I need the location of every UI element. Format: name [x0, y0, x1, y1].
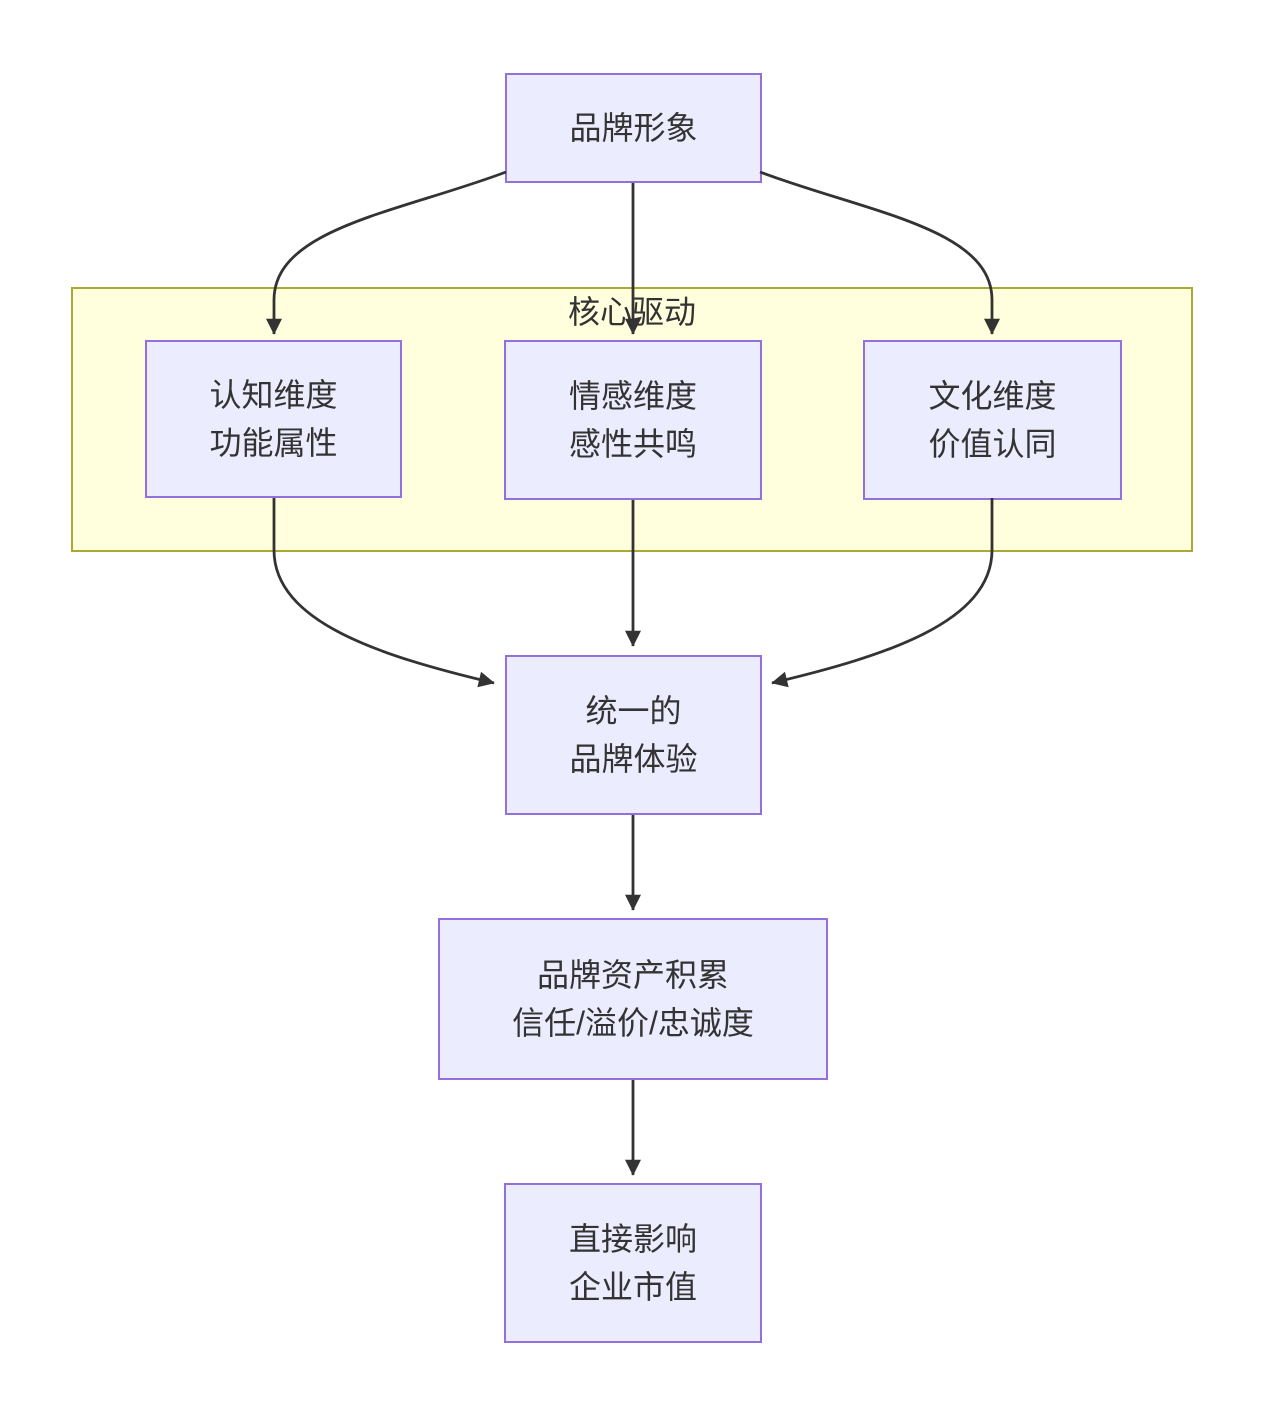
node-cognitive-line2: 功能属性 [209, 425, 338, 461]
node-unified-experience: 统一的 品牌体验 [505, 655, 762, 815]
node-cultural-dimension: 文化维度 价值认同 [863, 340, 1122, 500]
node-brand-image: 品牌形象 [505, 73, 762, 183]
node-emotional-line1: 情感维度 [568, 378, 697, 414]
node-equity-line2: 信任/溢价/忠诚度 [512, 1005, 754, 1041]
node-market-line2: 企业市值 [568, 1269, 697, 1305]
cluster-core-drive-label: 核心驱动 [567, 294, 696, 330]
node-unified-line2: 品牌体验 [569, 741, 698, 777]
node-emotional-line2: 感性共鸣 [568, 426, 697, 462]
node-brand-equity: 品牌资产积累 信任/溢价/忠诚度 [438, 918, 828, 1080]
node-cultural-line1: 文化维度 [928, 378, 1057, 414]
node-market-value: 直接影响 企业市值 [504, 1183, 762, 1343]
node-cognitive-line1: 认知维度 [209, 377, 338, 413]
node-unified-line1: 统一的 [585, 693, 682, 729]
node-equity-line1: 品牌资产积累 [536, 957, 729, 993]
node-cognitive-dimension: 认知维度 功能属性 [145, 340, 402, 498]
node-brand-image-label: 品牌形象 [569, 110, 698, 146]
node-emotional-dimension: 情感维度 感性共鸣 [504, 340, 762, 500]
node-cultural-line2: 价值认同 [928, 426, 1057, 462]
node-market-line1: 直接影响 [568, 1221, 697, 1257]
